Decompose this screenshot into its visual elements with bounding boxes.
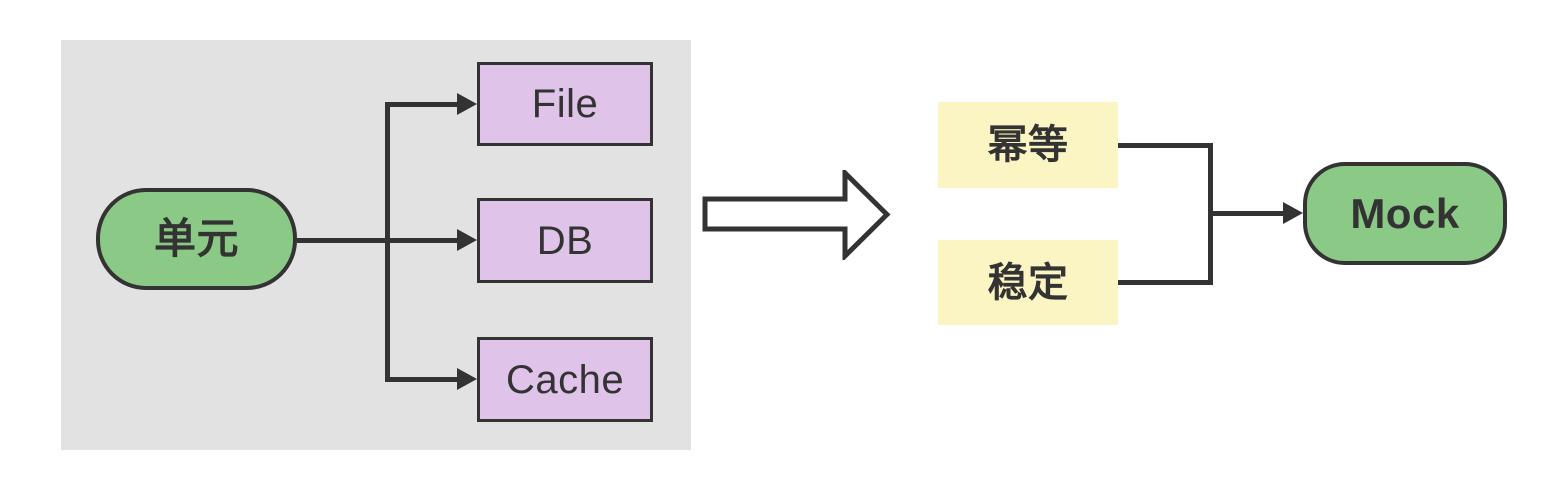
mock-node-label: Mock — [1350, 189, 1460, 237]
edge-branch-to-file — [387, 102, 457, 107]
unit-node-label: 单元 — [153, 215, 239, 262]
edge-stable-to-junction — [1118, 280, 1212, 285]
dependency-box-file: File — [477, 62, 653, 146]
arrowhead-to-db-icon — [457, 229, 477, 251]
property-note-stable: 稳定 — [938, 240, 1118, 325]
dependency-box-db: DB — [477, 198, 653, 283]
mock-node: Mock — [1303, 162, 1507, 265]
property-note-stable-label: 稳定 — [987, 260, 1069, 305]
edge-junction-to-mock — [1208, 211, 1284, 216]
dependency-box-db-label: DB — [536, 218, 594, 263]
dependency-box-cache-label: Cache — [505, 357, 625, 402]
edge-unit-to-db — [297, 238, 457, 243]
property-note-idempotent: 幂等 — [938, 102, 1118, 188]
arrowhead-to-mock-icon — [1283, 202, 1303, 224]
arrowhead-to-cache-icon — [457, 368, 477, 390]
property-note-idempotent-label: 幂等 — [987, 123, 1069, 167]
hollow-right-arrow-icon — [702, 170, 891, 260]
dependency-box-cache: Cache — [477, 337, 653, 422]
dependency-box-file-label: File — [531, 82, 599, 126]
branch-vertical-line — [385, 102, 390, 382]
unit-node: 单元 — [96, 188, 297, 290]
arrowhead-to-file-icon — [457, 93, 477, 115]
edge-branch-to-cache — [387, 377, 457, 382]
edge-idempotent-to-junction — [1118, 143, 1212, 148]
